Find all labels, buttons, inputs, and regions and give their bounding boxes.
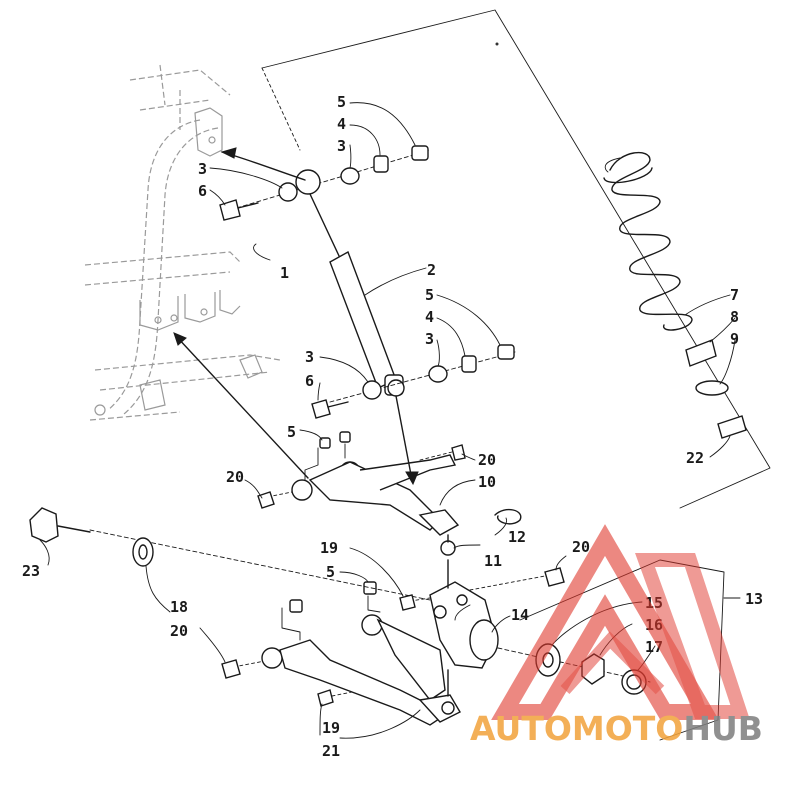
callout-labels: 5 4 3 3 6 1 2 5 4 3 3 6 5 20 20 10 12 11… <box>22 93 763 760</box>
callout-3a: 3 <box>337 137 346 155</box>
chassis-frame <box>84 64 281 421</box>
shock-absorber <box>295 169 405 397</box>
spring-seat-parts <box>685 339 747 439</box>
callout-8: 8 <box>730 308 739 326</box>
watermark-logo: AUTOMOTOHUB <box>470 524 763 748</box>
callout-22: 22 <box>686 449 704 467</box>
lower-shock-hardware <box>311 344 516 419</box>
upper-hardware <box>219 145 431 221</box>
callout-3b: 3 <box>198 160 207 178</box>
axle-and-seal <box>29 507 431 601</box>
callout-3c: 3 <box>425 330 434 348</box>
coil-spring <box>603 151 693 331</box>
watermark-text: AUTOMOTOHUB <box>470 709 763 748</box>
callout-19b: 19 <box>322 719 340 737</box>
callout-20d: 20 <box>170 622 188 640</box>
callout-10: 10 <box>478 473 496 491</box>
hub-inset-panel <box>519 559 741 741</box>
leader-lines <box>39 102 736 739</box>
callout-13: 13 <box>745 590 763 608</box>
callout-18: 18 <box>170 598 188 616</box>
callout-21: 21 <box>322 742 340 760</box>
watermark-auto: AUTO <box>470 709 572 748</box>
callout-12: 12 <box>508 528 526 546</box>
callout-9: 9 <box>730 330 739 348</box>
callout-6b: 6 <box>305 372 314 390</box>
watermark-moto: MOTO <box>572 709 683 748</box>
callout-4a: 4 <box>337 115 346 133</box>
callout-19a: 19 <box>320 539 338 557</box>
callout-1: 1 <box>280 264 289 282</box>
watermark-hub: HUB <box>683 709 763 748</box>
callout-6a: 6 <box>198 182 207 200</box>
callout-20b: 20 <box>478 451 496 469</box>
callout-5d: 5 <box>326 563 335 581</box>
callout-4b: 4 <box>425 308 434 326</box>
callout-20c: 20 <box>572 538 590 556</box>
callout-7: 7 <box>730 286 739 304</box>
callout-5c: 5 <box>287 423 296 441</box>
steering-knuckle <box>399 559 565 669</box>
callout-5b: 5 <box>425 286 434 304</box>
shock-inset-panel <box>261 9 771 509</box>
arrows <box>173 147 419 486</box>
lower-a-arm <box>221 581 461 726</box>
callout-14: 14 <box>511 606 529 624</box>
callout-5a: 5 <box>337 93 346 111</box>
callout-23: 23 <box>22 562 40 580</box>
callout-2: 2 <box>427 261 436 279</box>
callout-3d: 3 <box>305 348 314 366</box>
page-speck <box>495 42 499 46</box>
callout-20a: 20 <box>226 468 244 486</box>
callout-11: 11 <box>484 552 502 570</box>
